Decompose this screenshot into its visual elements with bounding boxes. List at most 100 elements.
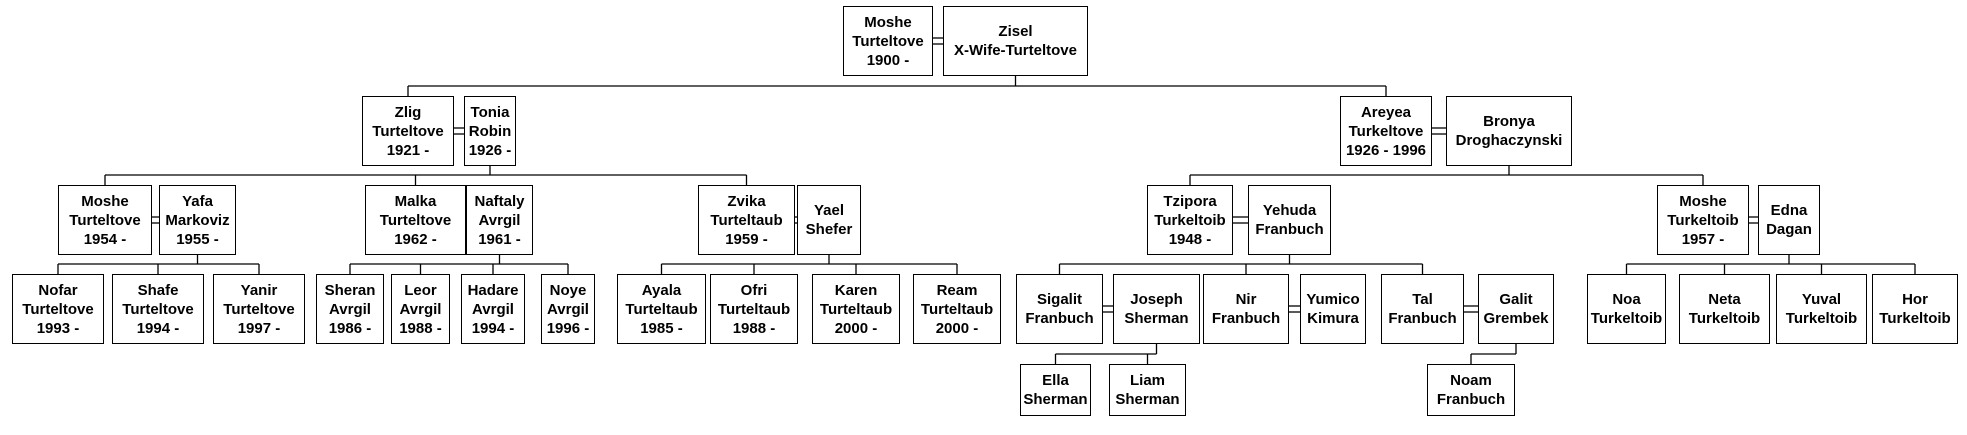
first-name: Malka <box>394 192 437 210</box>
life-dates: 1994 - <box>471 319 515 337</box>
first-name: Naftaly <box>474 192 525 210</box>
first-name: Zisel <box>998 23 1033 40</box>
life-dates: 1957 - <box>1681 230 1725 248</box>
last-name: Avrgil <box>329 300 371 318</box>
life-dates: 1954 - <box>83 230 127 248</box>
life-dates: 1988 - <box>399 319 442 337</box>
first-name: Bronya <box>1483 113 1535 130</box>
last-name: Turteltaub <box>710 211 783 229</box>
last-name: Kimura <box>1307 310 1359 327</box>
last-name: X-Wife-Turteltove <box>954 42 1077 59</box>
last-name: Turteltove <box>852 32 924 50</box>
first-name: Joseph <box>1130 291 1183 308</box>
last-name: Turteltove <box>372 122 444 140</box>
life-dates: 2000 - <box>935 319 979 337</box>
first-name: Tzipora <box>1163 192 1217 210</box>
life-dates: 1985 - <box>640 319 683 337</box>
first-name: Karen <box>834 281 878 299</box>
first-name: Ayala <box>641 281 682 299</box>
last-name: Robin <box>468 122 512 140</box>
first-name: Tonia <box>470 103 510 121</box>
first-name: Hor <box>1902 291 1928 308</box>
last-name: Turteltove <box>69 211 141 229</box>
first-name: Noye <box>549 281 587 299</box>
first-name: Liam <box>1129 372 1165 389</box>
first-name: Sheran <box>324 281 376 299</box>
first-name: Neta <box>1708 291 1741 308</box>
first-name: Yanir <box>240 281 278 299</box>
first-name: Yehuda <box>1262 202 1317 219</box>
first-name: Ofri <box>740 281 768 299</box>
life-dates: 1921 - <box>386 141 430 159</box>
first-name: Nofar <box>38 281 78 299</box>
last-name: Turteltaub <box>625 300 698 318</box>
first-name: Tal <box>1412 291 1433 308</box>
first-name: Yumico <box>1306 291 1360 308</box>
life-dates: 1961 - <box>478 230 521 248</box>
last-name: Grembek <box>1483 310 1549 327</box>
life-dates: 1962 - <box>394 230 437 248</box>
last-name: Shefer <box>805 221 853 238</box>
first-name: Ream <box>936 281 978 299</box>
last-name: Turteltove <box>22 300 94 318</box>
last-name: Turkeltoib <box>1688 310 1761 327</box>
last-name: Turkeltoib <box>1667 211 1739 229</box>
last-name: Markoviz <box>165 211 230 229</box>
last-name: Turkeltove <box>1348 122 1424 140</box>
last-name: Avrgil <box>547 300 589 318</box>
last-name: Turkeltoib <box>1879 310 1951 327</box>
life-dates: 1900 - <box>866 51 910 69</box>
last-name: Turteltove <box>223 300 295 318</box>
first-name: Galit <box>1499 291 1533 308</box>
first-name: Nir <box>1235 291 1257 308</box>
last-name: Turteltaub <box>920 300 994 318</box>
last-name: Turteltaub <box>819 300 893 318</box>
first-name: Noam <box>1450 372 1492 389</box>
last-name: Turteltaub <box>717 300 791 318</box>
life-dates: 1959 - <box>725 230 768 248</box>
first-name: Areyea <box>1360 103 1412 121</box>
first-name: Edna <box>1770 202 1808 219</box>
